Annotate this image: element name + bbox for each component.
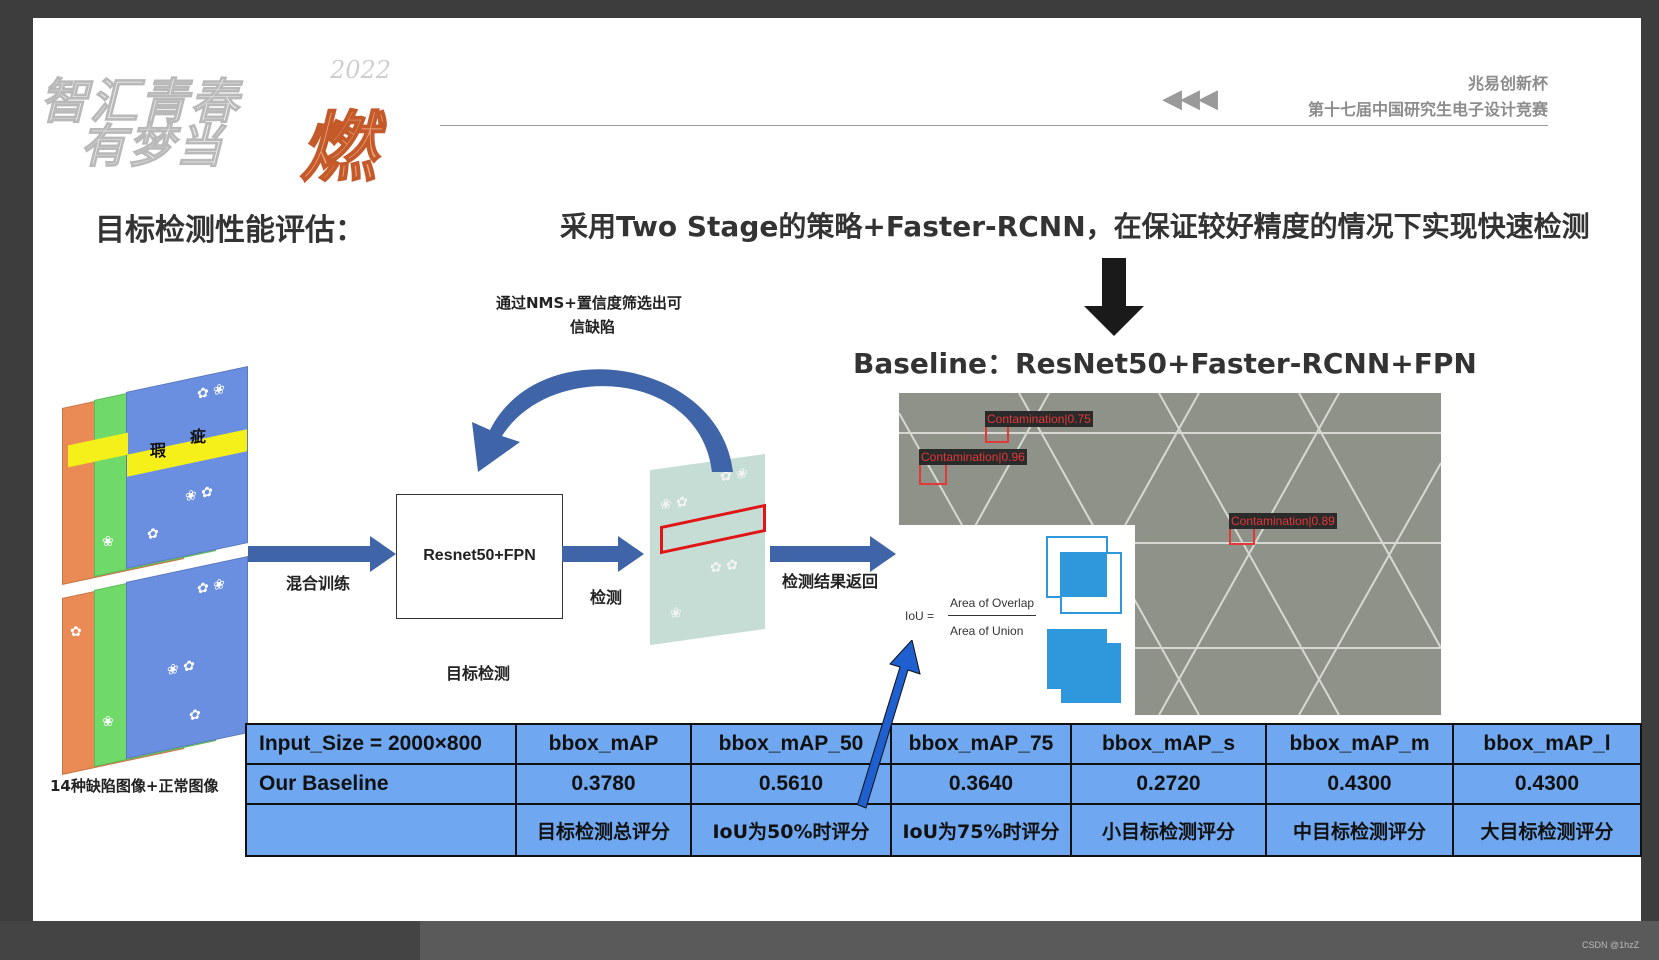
table-header-row: Input_Size = 2000×800 bbox_mAP bbox_mAP_… xyxy=(245,723,1642,765)
iou-fraction-bar xyxy=(948,615,1036,616)
baseline-title: Baseline：ResNet50+Faster-RCNN+FPN xyxy=(853,347,1477,380)
detect-arrow-icon xyxy=(562,536,644,572)
strategy-text: 采用Two Stage的策略+Faster-RCNN，在保证较好精度的情况下实现… xyxy=(560,210,1590,243)
model-box: Resnet50+FPN xyxy=(396,494,563,619)
window-frame-right xyxy=(1641,0,1659,960)
iou-numerator: Area of Overlap xyxy=(950,596,1035,610)
mix-training-arrow-icon xyxy=(248,536,396,572)
table-cell: 0.5610 xyxy=(690,763,892,805)
iou-pointer-arrow-icon xyxy=(854,640,921,809)
header-competition: 第十七届中国研究生电子设计竞赛 xyxy=(1307,102,1548,119)
table-cell: 中目标检测评分 xyxy=(1265,803,1454,857)
table-header-cell: Input_Size = 2000×800 xyxy=(245,723,517,765)
table-cell: IoU为50%时评分 xyxy=(690,803,892,857)
table-cell: 目标检测总评分 xyxy=(515,803,692,857)
down-arrow-icon xyxy=(1084,258,1144,336)
detect-label: 检测 xyxy=(590,588,623,607)
object-detection-label: 目标检测 xyxy=(446,664,511,683)
table-cell xyxy=(245,803,517,857)
defect-char-2: 疵 xyxy=(190,427,207,446)
table-row: 目标检测总评分 IoU为50%时评分 IoU为75%时评分 小目标检测评分 中目… xyxy=(245,803,1642,857)
table-cell: 大目标检测评分 xyxy=(1452,803,1642,857)
table-cell: 0.4300 xyxy=(1452,763,1642,805)
table-row: Our Baseline 0.3780 0.5610 0.3640 0.2720… xyxy=(245,763,1642,805)
table-header-cell: bbox_mAP_50 xyxy=(690,723,892,765)
table-header-cell: bbox_mAP_m xyxy=(1265,723,1454,765)
table-cell: 0.3780 xyxy=(515,763,692,805)
return-arrow-icon xyxy=(770,536,896,572)
table-header-cell: bbox_mAP_l xyxy=(1452,723,1642,765)
nms-label-line1: 通过NMS+置信度筛选出可 xyxy=(496,294,682,312)
iou-lhs: IoU = xyxy=(905,609,935,623)
logo-line-1: 智汇青春 xyxy=(39,73,241,130)
window-frame-top xyxy=(0,0,1659,18)
window-frame-bottom xyxy=(0,921,1659,960)
header-divider xyxy=(440,125,1548,126)
window-frame-left xyxy=(0,0,33,960)
detection-label-3: Contamination|0.89 xyxy=(1229,513,1337,529)
logo-line-2: 有梦当 xyxy=(79,118,224,173)
nms-label-line2: 信缺陷 xyxy=(570,318,616,336)
header-brand: 兆易创新杯 xyxy=(1467,76,1548,93)
iou-denominator: Area of Union xyxy=(950,624,1024,638)
table-header-cell: bbox_mAP_75 xyxy=(890,723,1072,765)
nms-loop-arrow-icon xyxy=(472,369,733,472)
table-cell: 小目标检测评分 xyxy=(1070,803,1267,857)
table-cell: Our Baseline xyxy=(245,763,517,805)
table-header-cell: bbox_mAP xyxy=(515,723,692,765)
defect-char-1: 瑕 xyxy=(150,441,167,460)
table-header-cell: bbox_mAP_s xyxy=(1070,723,1267,765)
input-caption: 14种缺陷图像+正常图像 xyxy=(50,777,219,795)
logo-year: 2022 xyxy=(330,56,392,84)
table-cell: IoU为75%时评分 xyxy=(890,803,1072,857)
table-cell: 0.3640 xyxy=(890,763,1072,805)
watermark: CSDN @1hzZ xyxy=(1582,940,1640,950)
table-cell: 0.4300 xyxy=(1265,763,1454,805)
section-title: 目标检测性能评估： xyxy=(95,213,365,248)
detection-label-1: Contamination|0.75 xyxy=(985,411,1093,427)
model-label: Resnet50+FPN xyxy=(423,547,536,564)
header-arrows-icon: ◀◀◀ xyxy=(1162,84,1218,114)
return-label: 检测结果返回 xyxy=(782,572,879,591)
mix-training-label: 混合训练 xyxy=(286,574,351,593)
logo-flame-char: 燃 xyxy=(299,102,377,193)
metrics-table: Input_Size = 2000×800 bbox_mAP bbox_mAP_… xyxy=(245,723,1642,857)
table-cell: 0.2720 xyxy=(1070,763,1267,805)
detection-label-2: Contamination|0.96 xyxy=(919,449,1027,465)
iou-diagram xyxy=(899,525,1135,715)
